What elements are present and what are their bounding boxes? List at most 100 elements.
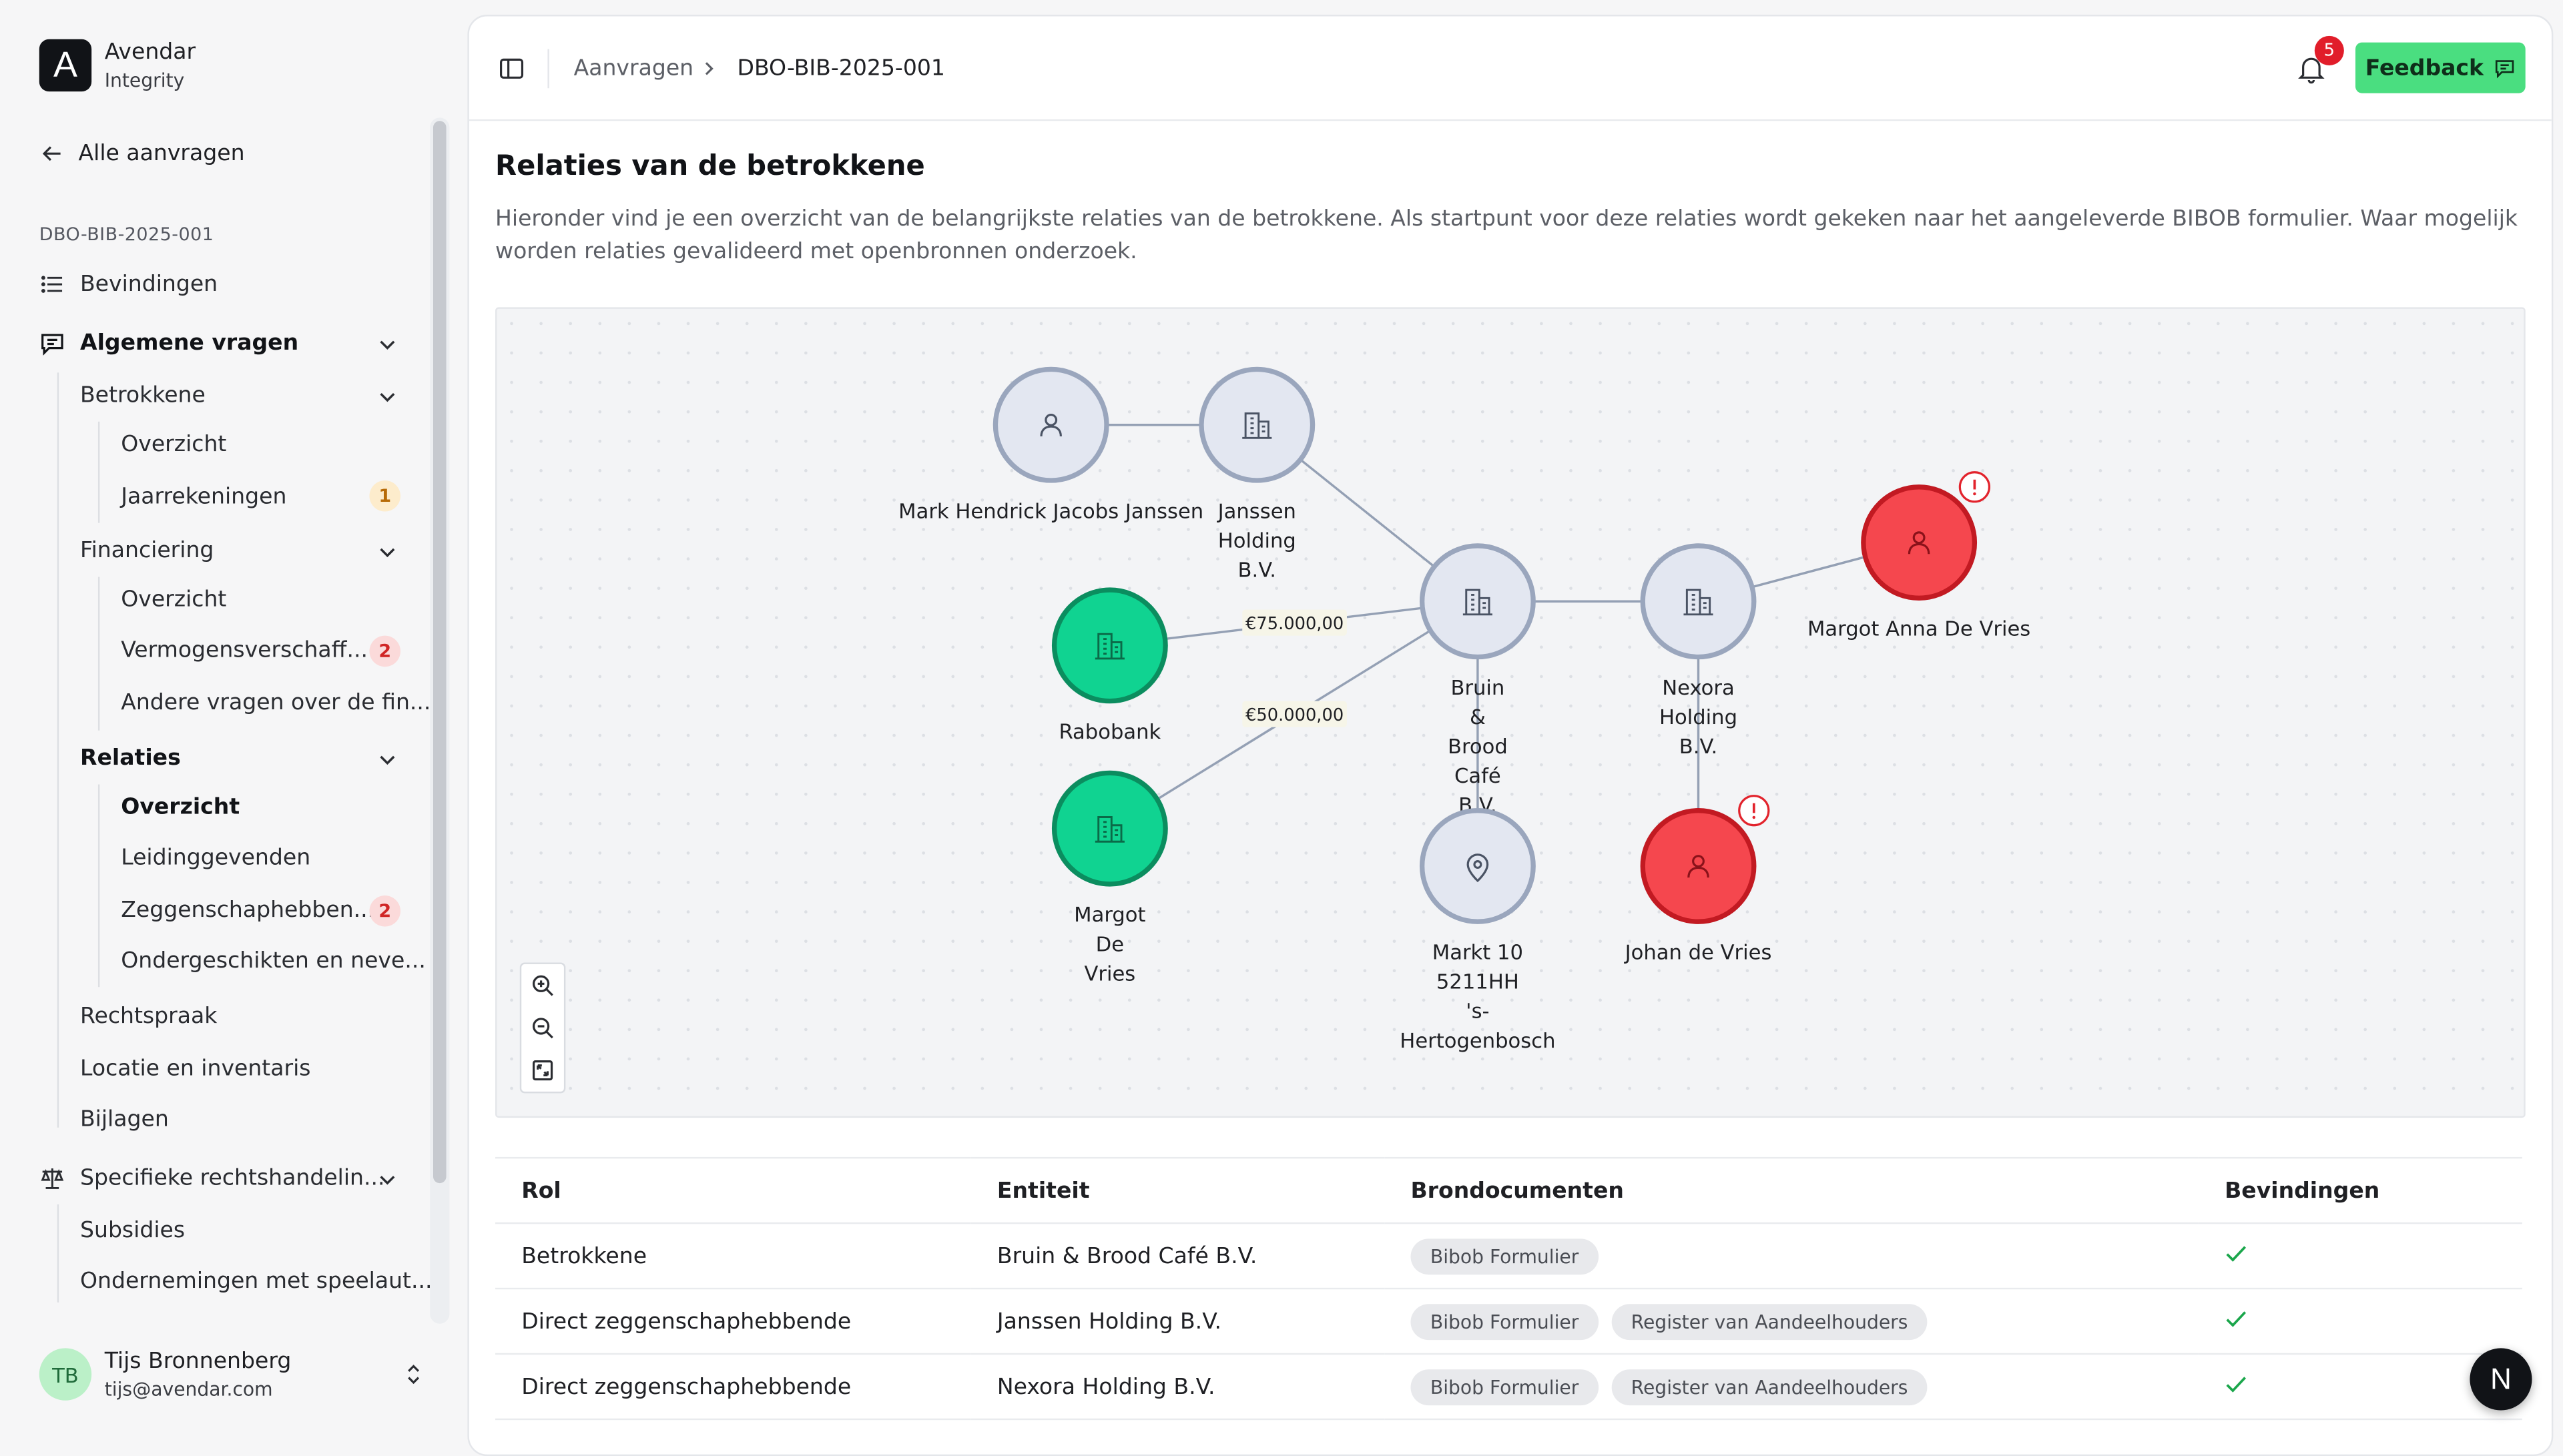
nav-item-bijlagen[interactable]: Bijlagen: [80, 1106, 169, 1132]
column-header-bevindingen[interactable]: Bevindingen: [2198, 1156, 2522, 1224]
brand-logo[interactable]: A: [39, 39, 92, 92]
user-menu[interactable]: TB Tijs Bronnenberg tijs@avendar.com: [39, 1345, 432, 1411]
nav-item-betrokkene-overzicht[interactable]: Overzicht: [121, 432, 226, 458]
cell-brondocumenten: Bibob Formulier: [1384, 1223, 2199, 1290]
nav-label: Zeggenschaphebben...: [121, 897, 375, 924]
column-header-brondocumenten[interactable]: Brondocumenten: [1384, 1156, 2199, 1224]
nav-item-betrokkene[interactable]: Betrokkene: [80, 382, 206, 408]
node-label: Brood: [1448, 735, 1508, 759]
nav-item-rechtspraak[interactable]: Rechtspraak: [80, 1004, 217, 1030]
nav-label: Financiering: [80, 537, 214, 564]
nav-item-algemene-vragen[interactable]: Algemene vragen: [39, 330, 298, 356]
chevron-down-icon[interactable]: [378, 750, 397, 769]
node-label: B.V.: [1238, 559, 1276, 582]
graph-node-johan[interactable]: Johan de Vries: [1624, 795, 1772, 965]
nav-item-andere-vragen[interactable]: Andere vragen over de fin...: [121, 689, 431, 715]
section-description: Hieronder vind je een overzicht van de b…: [495, 206, 2518, 265]
bell-icon[interactable]: [2295, 52, 2327, 85]
table-row[interactable]: Direct zeggenschaphebbende Nexora Holdin…: [495, 1353, 2522, 1421]
cell-entiteit: Janssen Holding B.V.: [970, 1289, 1385, 1355]
chevron-down-icon[interactable]: [378, 387, 397, 406]
chevron-up-down-icon: [408, 1365, 420, 1385]
nav-item-leidinggevenden[interactable]: Leidinggevenden: [121, 845, 310, 871]
cell-rol: Direct zeggenschaphebbende: [495, 1289, 971, 1355]
back-link[interactable]: Alle aanvragen: [39, 141, 245, 167]
zoom-out-icon[interactable]: [529, 1015, 555, 1041]
nav-item-ondergeschikten[interactable]: Ondergeschikten en neve...: [121, 948, 426, 974]
person-icon: [1908, 531, 1930, 555]
table-row[interactable]: Direct zeggenschaphebbende Janssen Holdi…: [495, 1289, 2522, 1355]
nav-item-zeggenschaphebbenden[interactable]: Zeggenschaphebben...: [121, 897, 374, 924]
sidebar-toggle-icon[interactable]: [499, 55, 525, 81]
nav-item-locatie[interactable]: Locatie en inventaris: [80, 1056, 311, 1082]
sidebar: A Avendar Integrity Alle aanvragen DBO-B…: [0, 0, 455, 1441]
fit-view-icon[interactable]: [529, 1058, 555, 1084]
table-row[interactable]: Betrokkene Bruin & Brood Café B.V. Bibob…: [495, 1223, 2522, 1290]
document-pill[interactable]: Bibob Formulier: [1410, 1303, 1599, 1339]
document-pill[interactable]: Bibob Formulier: [1410, 1369, 1599, 1405]
node-label: Holding: [1218, 529, 1296, 553]
node-label: Café: [1454, 765, 1501, 788]
nav-label: Betrokkene: [80, 382, 206, 409]
alert-icon-dot: [1752, 815, 1755, 819]
nav-label: Jaarrekeningen: [121, 483, 287, 510]
count-badge: 2: [369, 635, 401, 667]
help-button[interactable]: N: [2470, 1348, 2532, 1411]
nav-label: Rechtspraak: [80, 1003, 218, 1030]
node-label: 's-: [1466, 1000, 1489, 1024]
check-icon: [2226, 1311, 2247, 1327]
building-icon: [1462, 589, 1492, 616]
nav-label: Specifieke rechtshandelin...: [80, 1165, 385, 1192]
tree-line: [97, 784, 100, 988]
nav-item-jaarrekeningen[interactable]: Jaarrekeningen: [121, 484, 286, 510]
column-header-entiteit[interactable]: Entiteit: [970, 1156, 1385, 1224]
document-pill[interactable]: Bibob Formulier: [1410, 1238, 1599, 1274]
nav-label: Bijlagen: [80, 1106, 169, 1133]
chevron-down-icon[interactable]: [378, 335, 397, 354]
feedback-label: Feedback: [2365, 55, 2484, 81]
node-label: Rabobank: [1059, 721, 1161, 744]
nav-item-specifieke[interactable]: Specifieke rechtshandelin...: [39, 1165, 385, 1191]
cell-bevindingen: [2198, 1289, 2522, 1355]
main-panel: Aanvragen DBO-BIB-2025-001 5 Feedback Re…: [467, 15, 2554, 1456]
chevron-down-icon[interactable]: [378, 542, 397, 562]
chevron-down-icon[interactable]: [378, 1170, 397, 1189]
graph-node-mark[interactable]: Mark Hendrick Jacobs Janssen: [898, 366, 1203, 523]
column-header-rol[interactable]: Rol: [495, 1156, 971, 1224]
nav-item-financiering[interactable]: Financiering: [80, 538, 214, 564]
nav-item-relaties-overzicht[interactable]: Overzicht: [121, 794, 240, 820]
cell-entiteit: Nexora Holding B.V.: [970, 1353, 1385, 1421]
node-label: Margot Anna De Vries: [1807, 618, 2030, 641]
zoom-in-icon[interactable]: [529, 972, 555, 998]
brand-subtitle: Integrity: [104, 68, 185, 92]
cell-brondocumenten: Bibob Formulier Register van Aandeelhoude…: [1384, 1289, 2199, 1355]
sidebar-scrollbar-thumb[interactable]: [433, 121, 447, 1184]
cell-rol: Direct zeggenschaphebbende: [495, 1353, 971, 1421]
edge-label: €75.000,00: [1245, 614, 1344, 634]
brand-name: Avendar: [104, 39, 196, 65]
nav-item-vermogensverschaffers[interactable]: Vermogensverschaff...: [121, 637, 368, 663]
nav-item-ondernemingen[interactable]: Ondernemingen met speelaut...: [80, 1268, 433, 1294]
graph-node-margot-anna[interactable]: Margot Anna De Vries: [1807, 471, 2030, 641]
nav-item-bevindingen[interactable]: Bevindingen: [39, 272, 218, 298]
breadcrumb-parent[interactable]: Aanvragen: [573, 55, 694, 82]
document-pill[interactable]: Register van Aandeelhouders: [1611, 1369, 1928, 1405]
tree-line: [97, 577, 100, 731]
building-icon: [1095, 816, 1125, 843]
case-id: DBO-BIB-2025-001: [39, 224, 214, 246]
node-label: Vries: [1084, 962, 1135, 986]
feedback-button[interactable]: Feedback: [2355, 42, 2526, 93]
nav-item-financiering-overzicht[interactable]: Overzicht: [121, 587, 226, 613]
nav-item-subsidies[interactable]: Subsidies: [80, 1218, 185, 1244]
nav-label: Overzicht: [121, 587, 227, 613]
document-pill[interactable]: Register van Aandeelhouders: [1611, 1303, 1928, 1339]
graph-node-rabobank[interactable]: Rabobank: [1051, 587, 1168, 744]
nav-item-relaties[interactable]: Relaties: [80, 745, 181, 771]
